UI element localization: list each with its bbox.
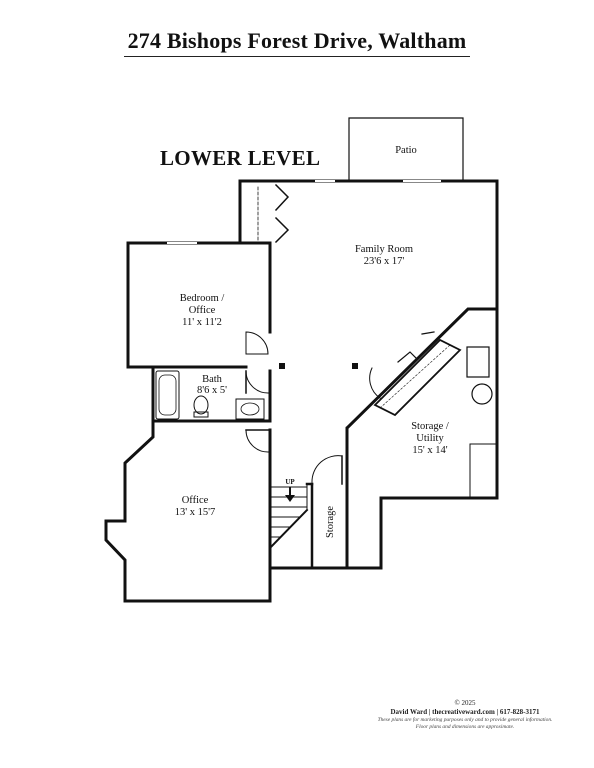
exterior-wall-utility: [345, 307, 499, 570]
page-title: 274 Bishops Forest Drive, Waltham: [127, 28, 467, 53]
exterior-wall-top: [238, 179, 499, 311]
title-underline: [124, 56, 470, 57]
patio-outline: [348, 117, 464, 182]
water-heater: [471, 383, 493, 405]
bedroom-label-2: Office: [189, 305, 216, 316]
stairs-up-label: UP: [285, 478, 295, 486]
footer-copyright: © 2025: [454, 699, 476, 707]
bath-door-swing: [245, 370, 269, 394]
bifold-door-1: [274, 183, 290, 212]
bifold-door-2: [274, 216, 290, 244]
family-room-label: Family Room: [355, 244, 413, 255]
bath-dims: 8'6 x 5': [197, 385, 227, 396]
storage-utility-dims: 15' x 14': [412, 445, 447, 456]
office-door-swing: [245, 429, 269, 453]
patio-label: Patio: [395, 145, 417, 156]
storage-door-swing: [311, 455, 343, 483]
bedroom-dims: 11' x 11'2: [182, 317, 222, 328]
toilet: [193, 395, 209, 415]
column-post-1: [279, 363, 285, 369]
bedroom-door-swing: [245, 331, 269, 355]
footer-disclaimer-2: Floor plans and dimensions are approxima…: [415, 724, 515, 730]
bath-label: Bath: [202, 374, 223, 385]
office-dims: 13' x 15'7: [175, 507, 216, 518]
stairs-up-arrow: [285, 487, 295, 502]
office-label: Office: [182, 495, 209, 506]
closet-diagonal: [373, 338, 462, 417]
utility-counter: [469, 443, 498, 499]
family-room-dims: 23'6 x 17': [364, 256, 405, 267]
utility-door-swing: [369, 367, 381, 399]
storage-utility-label-2: Utility: [416, 433, 444, 444]
column-post-2: [352, 363, 358, 369]
footer-disclaimer-1: These plans are for marketing purposes o…: [377, 717, 553, 723]
bedroom-label-1: Bedroom /: [180, 293, 225, 304]
storage-utility-label-1: Storage /: [411, 421, 449, 432]
utility-appliance-rect: [466, 346, 490, 378]
vanity: [235, 398, 265, 420]
level-heading: LOWER LEVEL: [160, 146, 321, 170]
storage-label: Storage: [325, 506, 336, 538]
footer-credit: David Ward | thecreativeward.com | 617-8…: [390, 708, 540, 716]
stair-wall: [268, 508, 309, 550]
bathtub: [155, 370, 180, 420]
exterior-wall-utility-east: [268, 307, 499, 570]
